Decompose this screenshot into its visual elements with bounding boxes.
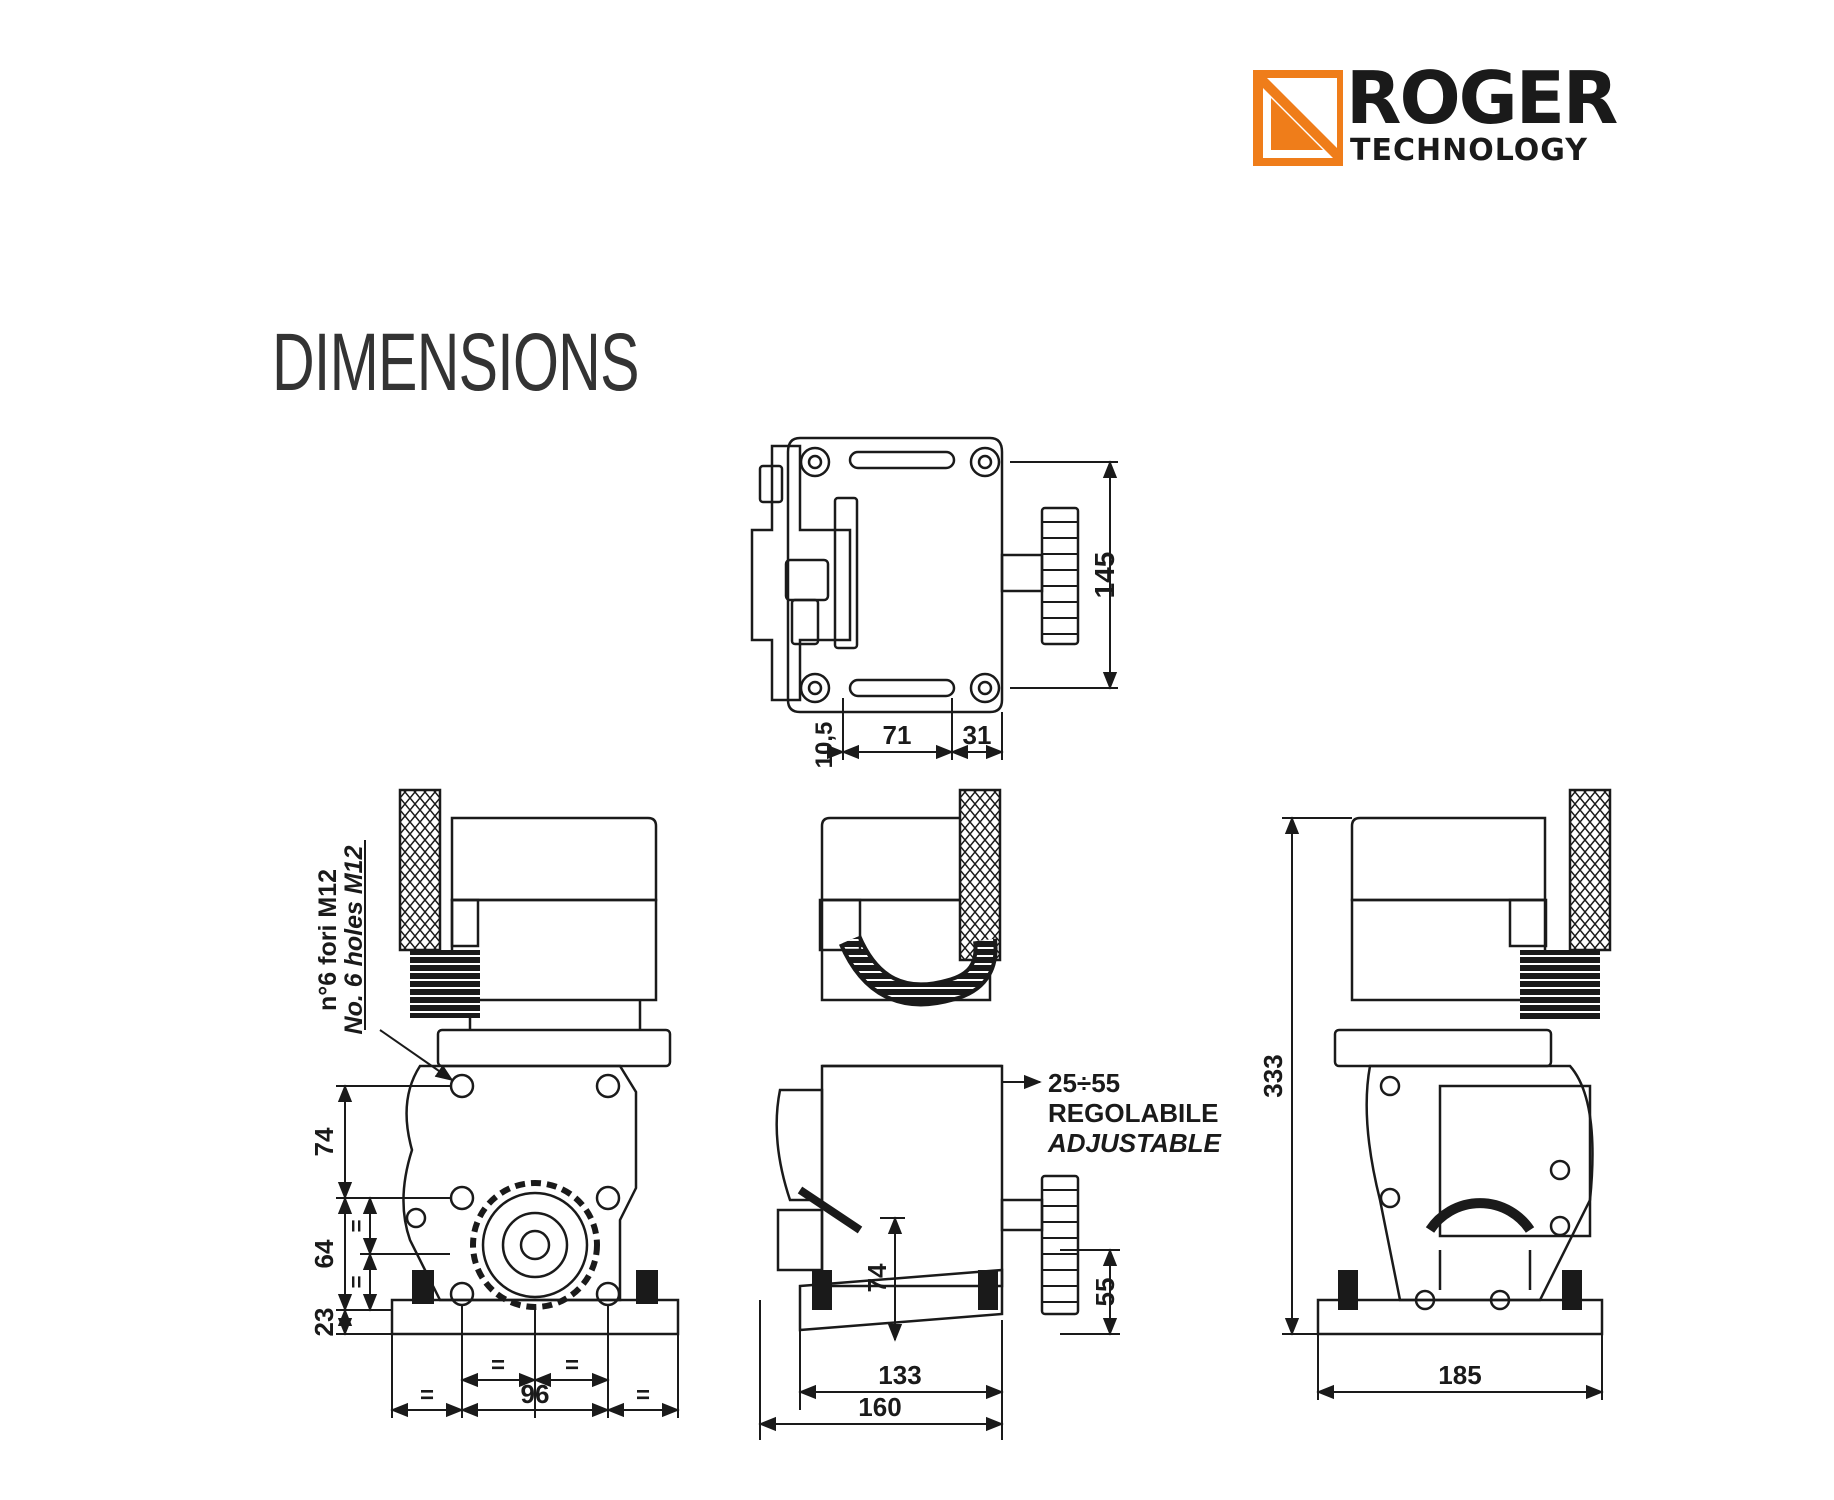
right-view-labels: 333 185 [1258, 1054, 1482, 1390]
adjustable-label: ADJUSTABLE [1047, 1128, 1222, 1158]
eq-mark-h1: = [491, 1352, 505, 1379]
top-view [750, 436, 1118, 760]
dim-31: 31 [963, 720, 992, 750]
dim-71: 71 [883, 720, 912, 750]
dim-96: 96 [521, 1379, 550, 1409]
top-view-labels: 145 10,5 71 31 [811, 552, 1120, 769]
center-view-labels: 25÷55 REGOLABILE ADJUSTABLE 74 55 133 16… [858, 1068, 1221, 1422]
page-title: DIMENSIONS [272, 317, 639, 408]
left-view [336, 788, 680, 1418]
dim-333: 333 [1258, 1054, 1288, 1097]
regolabile-label: REGOLABILE [1048, 1098, 1218, 1128]
dim-25-55: 25÷55 [1048, 1068, 1120, 1098]
dim-185: 185 [1438, 1360, 1481, 1390]
dim-145: 145 [1089, 552, 1120, 599]
dim-74-left: 74 [309, 1127, 339, 1156]
dim-74-center: 74 [862, 1263, 892, 1292]
dim-55: 55 [1090, 1278, 1120, 1307]
dim-133: 133 [878, 1360, 921, 1390]
eq-mark-h4: = [636, 1382, 650, 1409]
eq-mark-h2: = [565, 1352, 579, 1379]
holes-note-it: n°6 fori M12 [314, 869, 342, 1011]
eq-mark-v2: = [344, 1276, 369, 1289]
roger-logo-icon [1253, 70, 1343, 166]
center-view [758, 788, 1120, 1440]
dim-160: 160 [858, 1392, 901, 1422]
holes-note-en: No. 6 holes M12 [340, 845, 368, 1034]
eq-mark-h3: = [420, 1382, 434, 1409]
brand-logo: ROGER TECHNOLOGY [1253, 62, 1633, 170]
dim-64: 64 [309, 1239, 339, 1268]
left-view-labels: n°6 fori M12 No. 6 holes M12 74 64 23 = … [309, 845, 650, 1409]
dim-23: 23 [309, 1308, 339, 1337]
logo-name: ROGER [1346, 56, 1618, 140]
logo-subtitle: TECHNOLOGY [1350, 133, 1588, 168]
right-view [1282, 788, 1612, 1400]
eq-mark-v1: = [344, 1220, 369, 1233]
dim-10-5: 10,5 [811, 722, 838, 769]
